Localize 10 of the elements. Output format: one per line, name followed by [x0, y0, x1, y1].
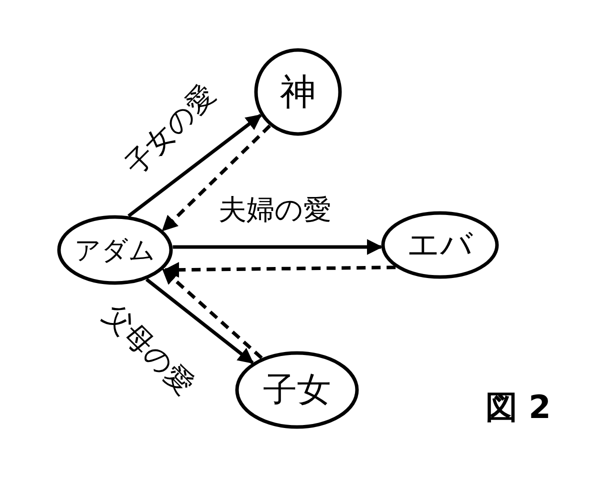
- circle-node: 神: [254, 48, 342, 136]
- dashed-arrow: [162, 124, 272, 232]
- ellipse-node: エバ: [381, 211, 499, 279]
- arrow: [145, 278, 254, 364]
- dashed-arrow: [163, 262, 396, 278]
- ellipse-node: 子女: [235, 351, 359, 429]
- arrow: [172, 239, 383, 255]
- dashed-arrow: [162, 268, 263, 360]
- ellipse-node: アダム: [57, 215, 173, 285]
- arrow: [128, 114, 262, 218]
